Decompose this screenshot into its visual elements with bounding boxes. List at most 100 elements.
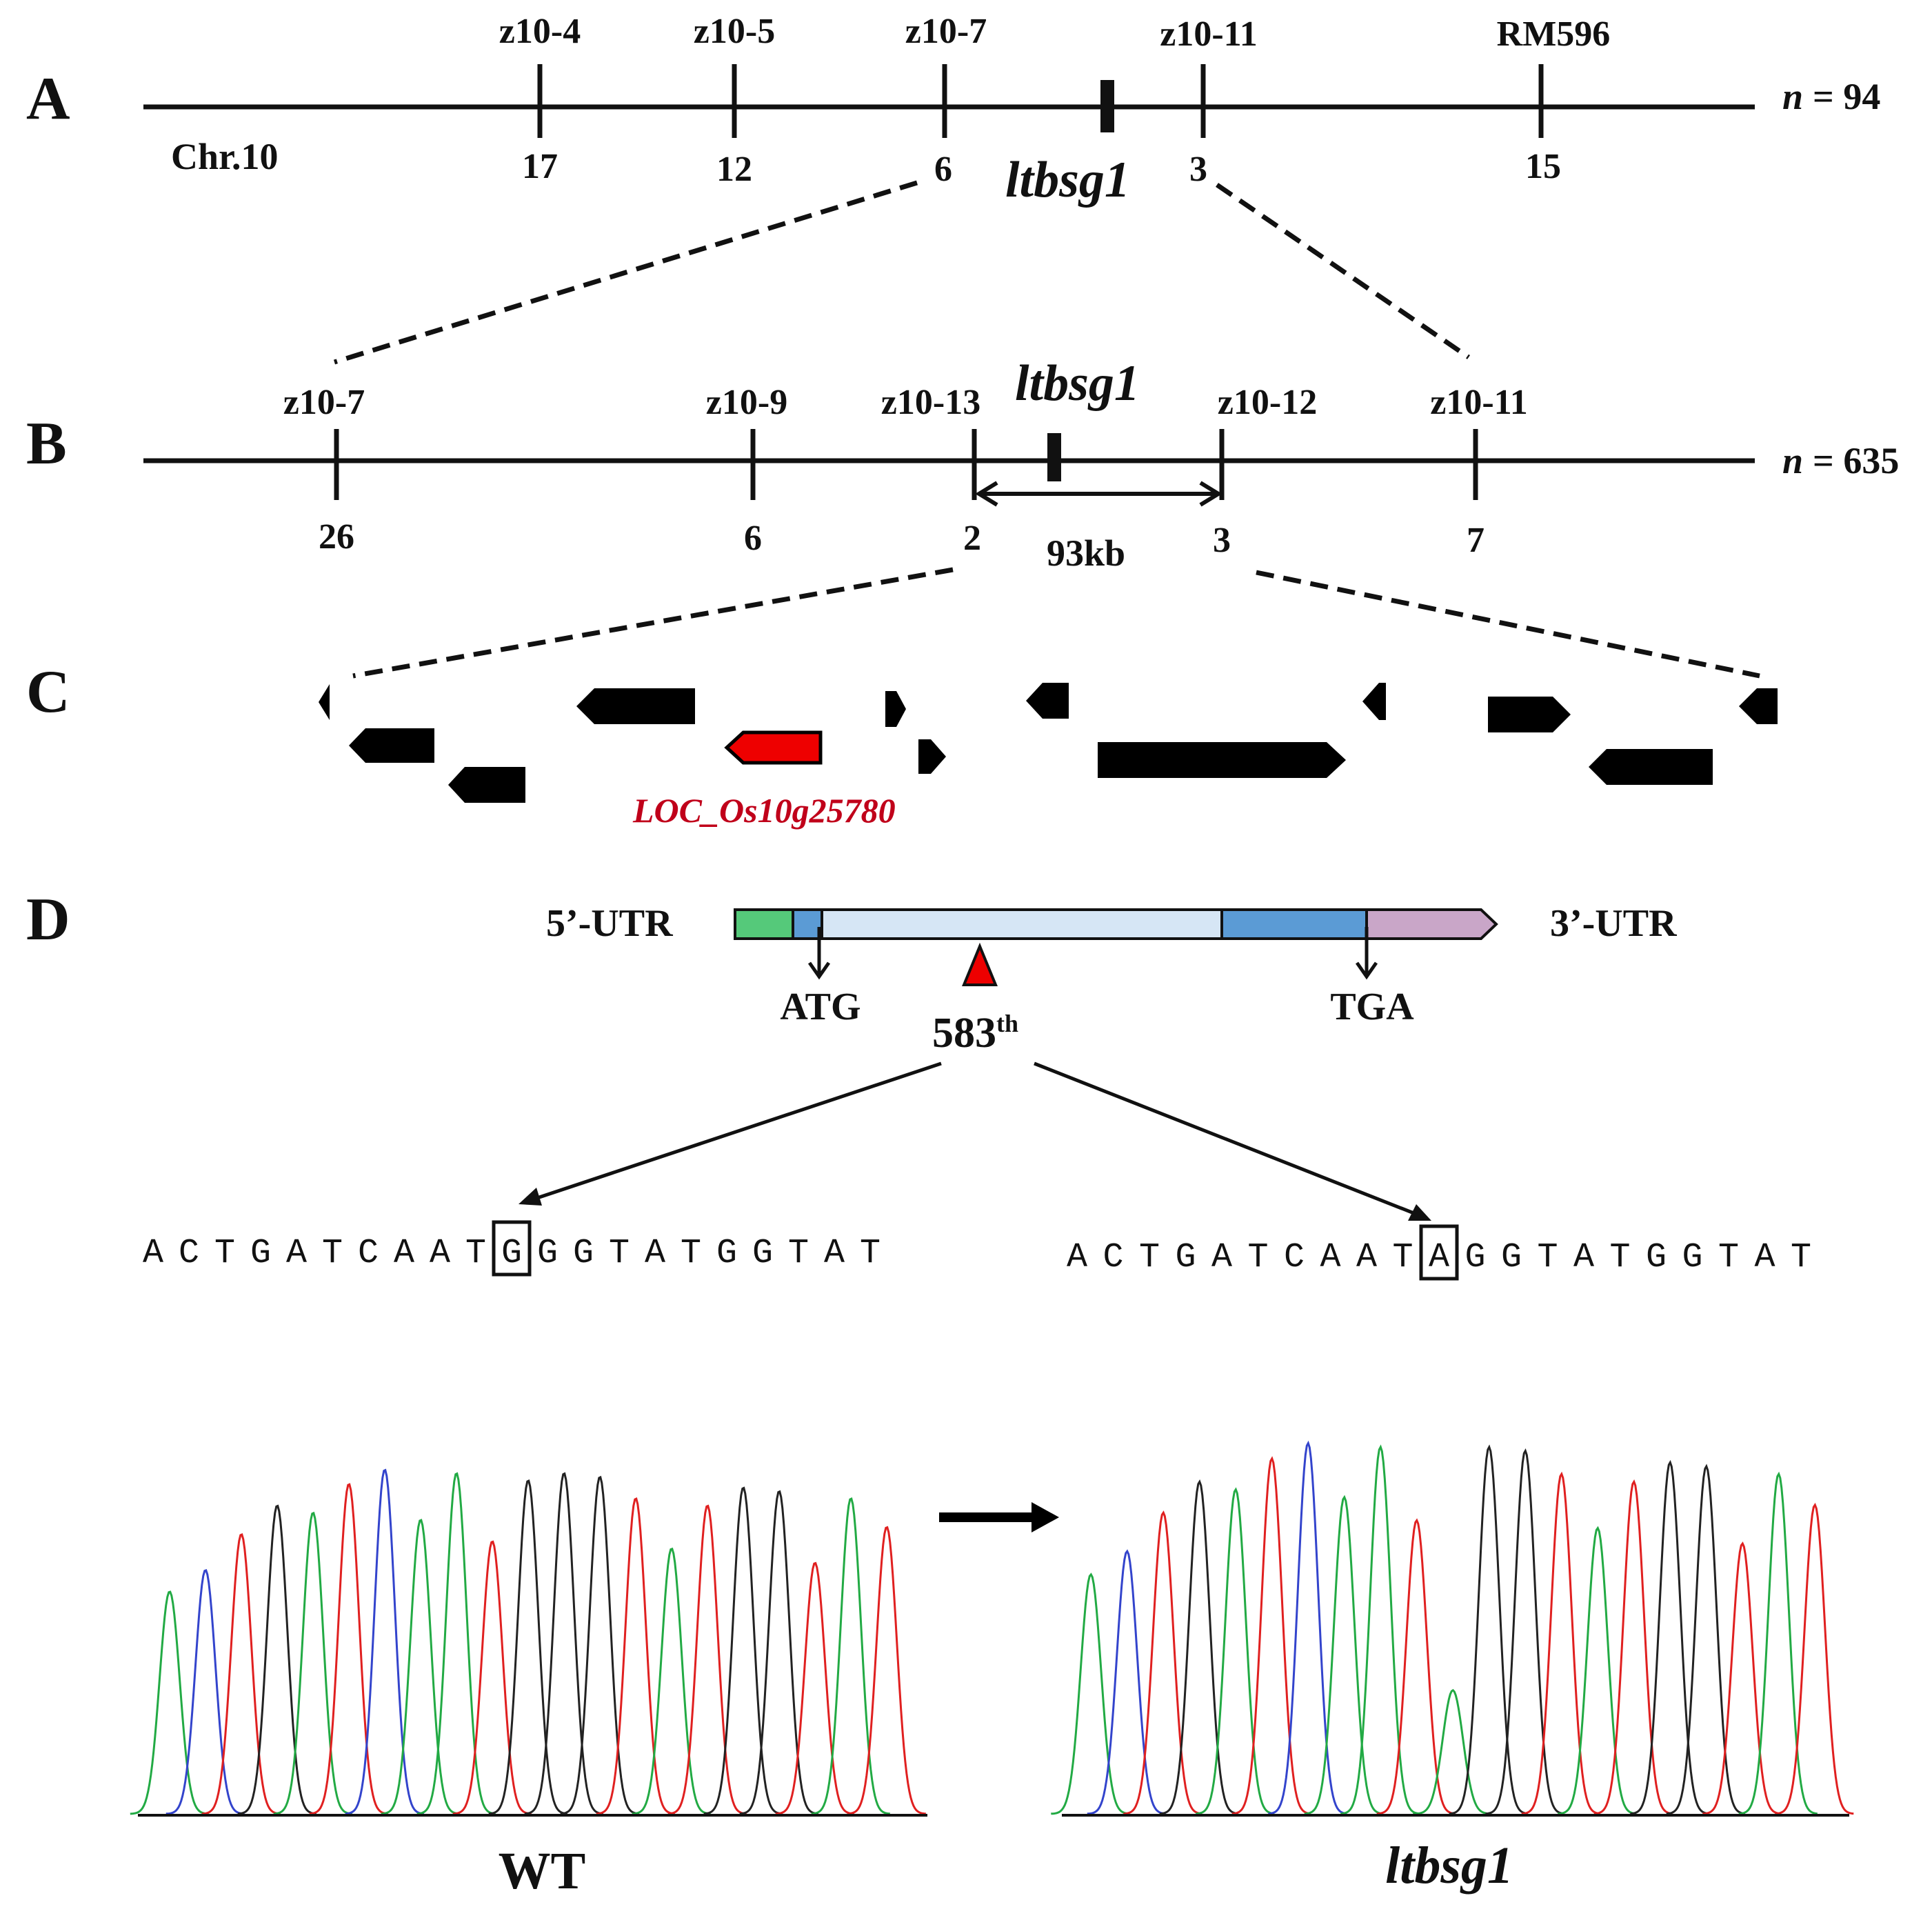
n-label-a: n= 94 bbox=[1782, 76, 1880, 117]
zoom-line-ab-right bbox=[1216, 183, 1470, 359]
sequence-base: T bbox=[681, 1234, 701, 1273]
chromatogram-peak bbox=[237, 1504, 316, 1815]
sequence-base: A bbox=[430, 1234, 450, 1273]
sequence-base: T bbox=[1392, 1238, 1413, 1277]
sequence-base: A bbox=[1754, 1238, 1775, 1277]
mutation-position-label: 583th bbox=[932, 1010, 1018, 1057]
marker-b-4: z10-11 7 bbox=[1430, 383, 1528, 560]
candidate-gene-label: LOC_Os10g25780 bbox=[632, 791, 896, 830]
chromatogram-peak bbox=[596, 1497, 675, 1815]
recombinant-count: 17 bbox=[522, 147, 558, 186]
sequence-base: A bbox=[394, 1234, 414, 1273]
panel-letter-a: A bbox=[26, 66, 70, 132]
gene-model bbox=[1026, 683, 1069, 719]
marker-a-0: z10-4 17 bbox=[499, 12, 581, 186]
recombinant-count: 15 bbox=[1525, 147, 1561, 186]
chromatogram-peak bbox=[524, 1472, 603, 1815]
utr5-segment bbox=[734, 908, 794, 940]
marker-name: z10-11 bbox=[1430, 383, 1528, 422]
sequence-base: G bbox=[537, 1234, 558, 1273]
utr3-label: 3’-UTR bbox=[1550, 902, 1677, 945]
chromatogram-peak bbox=[1268, 1440, 1347, 1815]
recombinant-count: 3 bbox=[1213, 521, 1231, 560]
chromatogram-peak bbox=[1630, 1459, 1709, 1815]
gene-model bbox=[1739, 688, 1778, 724]
chromatogram-peak bbox=[416, 1472, 496, 1815]
utr5-label: 5’-UTR bbox=[546, 902, 673, 945]
chromatogram-peak bbox=[1159, 1479, 1238, 1815]
interval-arrow-right-head bbox=[1199, 481, 1222, 507]
sequence-base: A bbox=[286, 1234, 307, 1273]
sequence-base: T bbox=[465, 1234, 486, 1273]
intron-segment bbox=[821, 908, 1223, 940]
chromatogram-peak bbox=[1558, 1526, 1637, 1815]
candidate-gene-model bbox=[724, 730, 823, 765]
chromatogram-peak bbox=[130, 1590, 209, 1815]
gene-label-b: ltbsg1 bbox=[1015, 355, 1140, 412]
chromatogram-peak bbox=[1702, 1541, 1782, 1815]
chromatogram-peak bbox=[1738, 1471, 1818, 1815]
chromatogram-peak bbox=[775, 1561, 854, 1815]
arrow-to-mutant-sequence-head bbox=[1408, 1204, 1431, 1221]
sequence-base: A bbox=[1067, 1238, 1087, 1277]
chromatogram-peak bbox=[345, 1468, 424, 1815]
chromatogram-peak bbox=[1196, 1487, 1275, 1815]
marker-name: z10-7 bbox=[905, 12, 987, 51]
chromatogram-peak bbox=[811, 1497, 890, 1815]
chromatogram-peak bbox=[632, 1547, 711, 1815]
stop-codon-label: TGA bbox=[1330, 986, 1414, 1028]
chromatogram-peak bbox=[1449, 1444, 1528, 1815]
chromatogram-peak bbox=[1485, 1448, 1564, 1815]
gene-model bbox=[1098, 742, 1346, 778]
sequence-base: G bbox=[1501, 1238, 1522, 1277]
zoom-line-ab-left bbox=[333, 180, 918, 365]
chromatogram-peak bbox=[703, 1486, 783, 1815]
mutant-chromatogram bbox=[1051, 1440, 1854, 1815]
marker-b-0: z10-7 26 bbox=[283, 383, 365, 557]
sequence-base: A bbox=[1356, 1238, 1377, 1277]
sequence-base: T bbox=[214, 1234, 235, 1273]
mutation-position-suffix: th bbox=[996, 1010, 1018, 1037]
recombinant-count: 6 bbox=[934, 150, 952, 189]
sequence-base: A bbox=[1320, 1238, 1340, 1277]
interval-arrow-left-head bbox=[975, 481, 998, 507]
chromatogram-peak bbox=[488, 1479, 567, 1815]
zoom-line-bc-left bbox=[352, 567, 954, 679]
chromatogram-peak bbox=[201, 1532, 281, 1815]
wt-chromatogram bbox=[130, 1468, 926, 1815]
tga-arrow-head bbox=[1355, 961, 1378, 980]
recombinant-count: 26 bbox=[319, 517, 354, 557]
cds-start-segment bbox=[792, 908, 823, 940]
marker-name: z10-7 bbox=[283, 383, 365, 422]
chromatogram-peak bbox=[739, 1490, 818, 1815]
sequence-base: T bbox=[860, 1234, 881, 1273]
gene-model bbox=[1362, 683, 1386, 720]
chromatogram-peak bbox=[1123, 1510, 1203, 1815]
mutation-position-number: 583 bbox=[932, 1010, 996, 1057]
gene-model bbox=[885, 691, 906, 727]
gene-model bbox=[349, 728, 434, 763]
mutation-base-box bbox=[1419, 1224, 1459, 1281]
sequence-base: C bbox=[1103, 1238, 1123, 1277]
arrow-to-wt-sequence bbox=[530, 1061, 942, 1202]
gene-label-a: ltbsg1 bbox=[1005, 152, 1130, 208]
sequence-base: G bbox=[1646, 1238, 1667, 1277]
marker-name: z10-13 bbox=[881, 383, 980, 422]
marker-b-1: z10-9 6 bbox=[706, 383, 787, 558]
sequence-base: A bbox=[824, 1234, 845, 1273]
sequence-base: G bbox=[752, 1234, 773, 1273]
panel-letter-d: D bbox=[26, 886, 70, 953]
comparison-arrow-head bbox=[1032, 1502, 1059, 1532]
panel-letter-b: B bbox=[26, 410, 67, 477]
chromatogram-peak bbox=[1521, 1471, 1600, 1815]
sequence-base: T bbox=[609, 1234, 630, 1273]
sequence-base: G bbox=[1682, 1238, 1702, 1277]
sequence-base: G bbox=[716, 1234, 737, 1273]
sequence-base: C bbox=[179, 1234, 199, 1273]
marker-name: z10-12 bbox=[1218, 383, 1317, 422]
sequence-base: T bbox=[1718, 1238, 1739, 1277]
sequence-base: T bbox=[1537, 1238, 1558, 1277]
